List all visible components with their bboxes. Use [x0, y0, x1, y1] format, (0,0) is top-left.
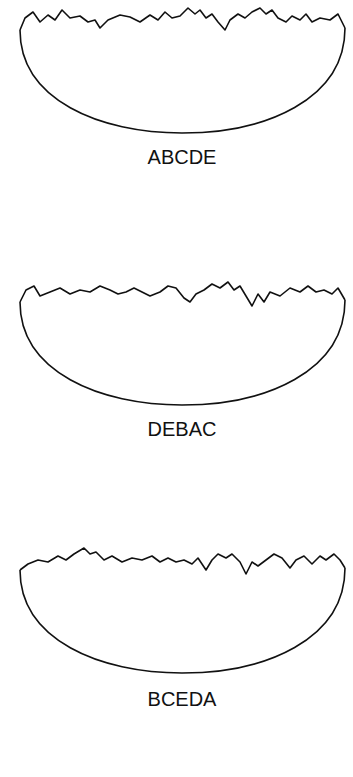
bowl-caption: DEBAC — [148, 418, 217, 440]
bowl-outline — [20, 568, 345, 673]
bowl-shape — [20, 548, 345, 673]
jagged-rim — [20, 282, 345, 306]
jagged-rim — [20, 8, 345, 30]
bowl-outline — [20, 28, 345, 133]
bowl-caption: BCEDA — [148, 688, 217, 710]
bowl-caption: ABCDE — [148, 146, 217, 168]
jagged-rim — [20, 548, 345, 574]
bowl-shape — [20, 8, 345, 133]
bowl-shape — [20, 282, 345, 405]
bowl-outline — [20, 300, 345, 405]
